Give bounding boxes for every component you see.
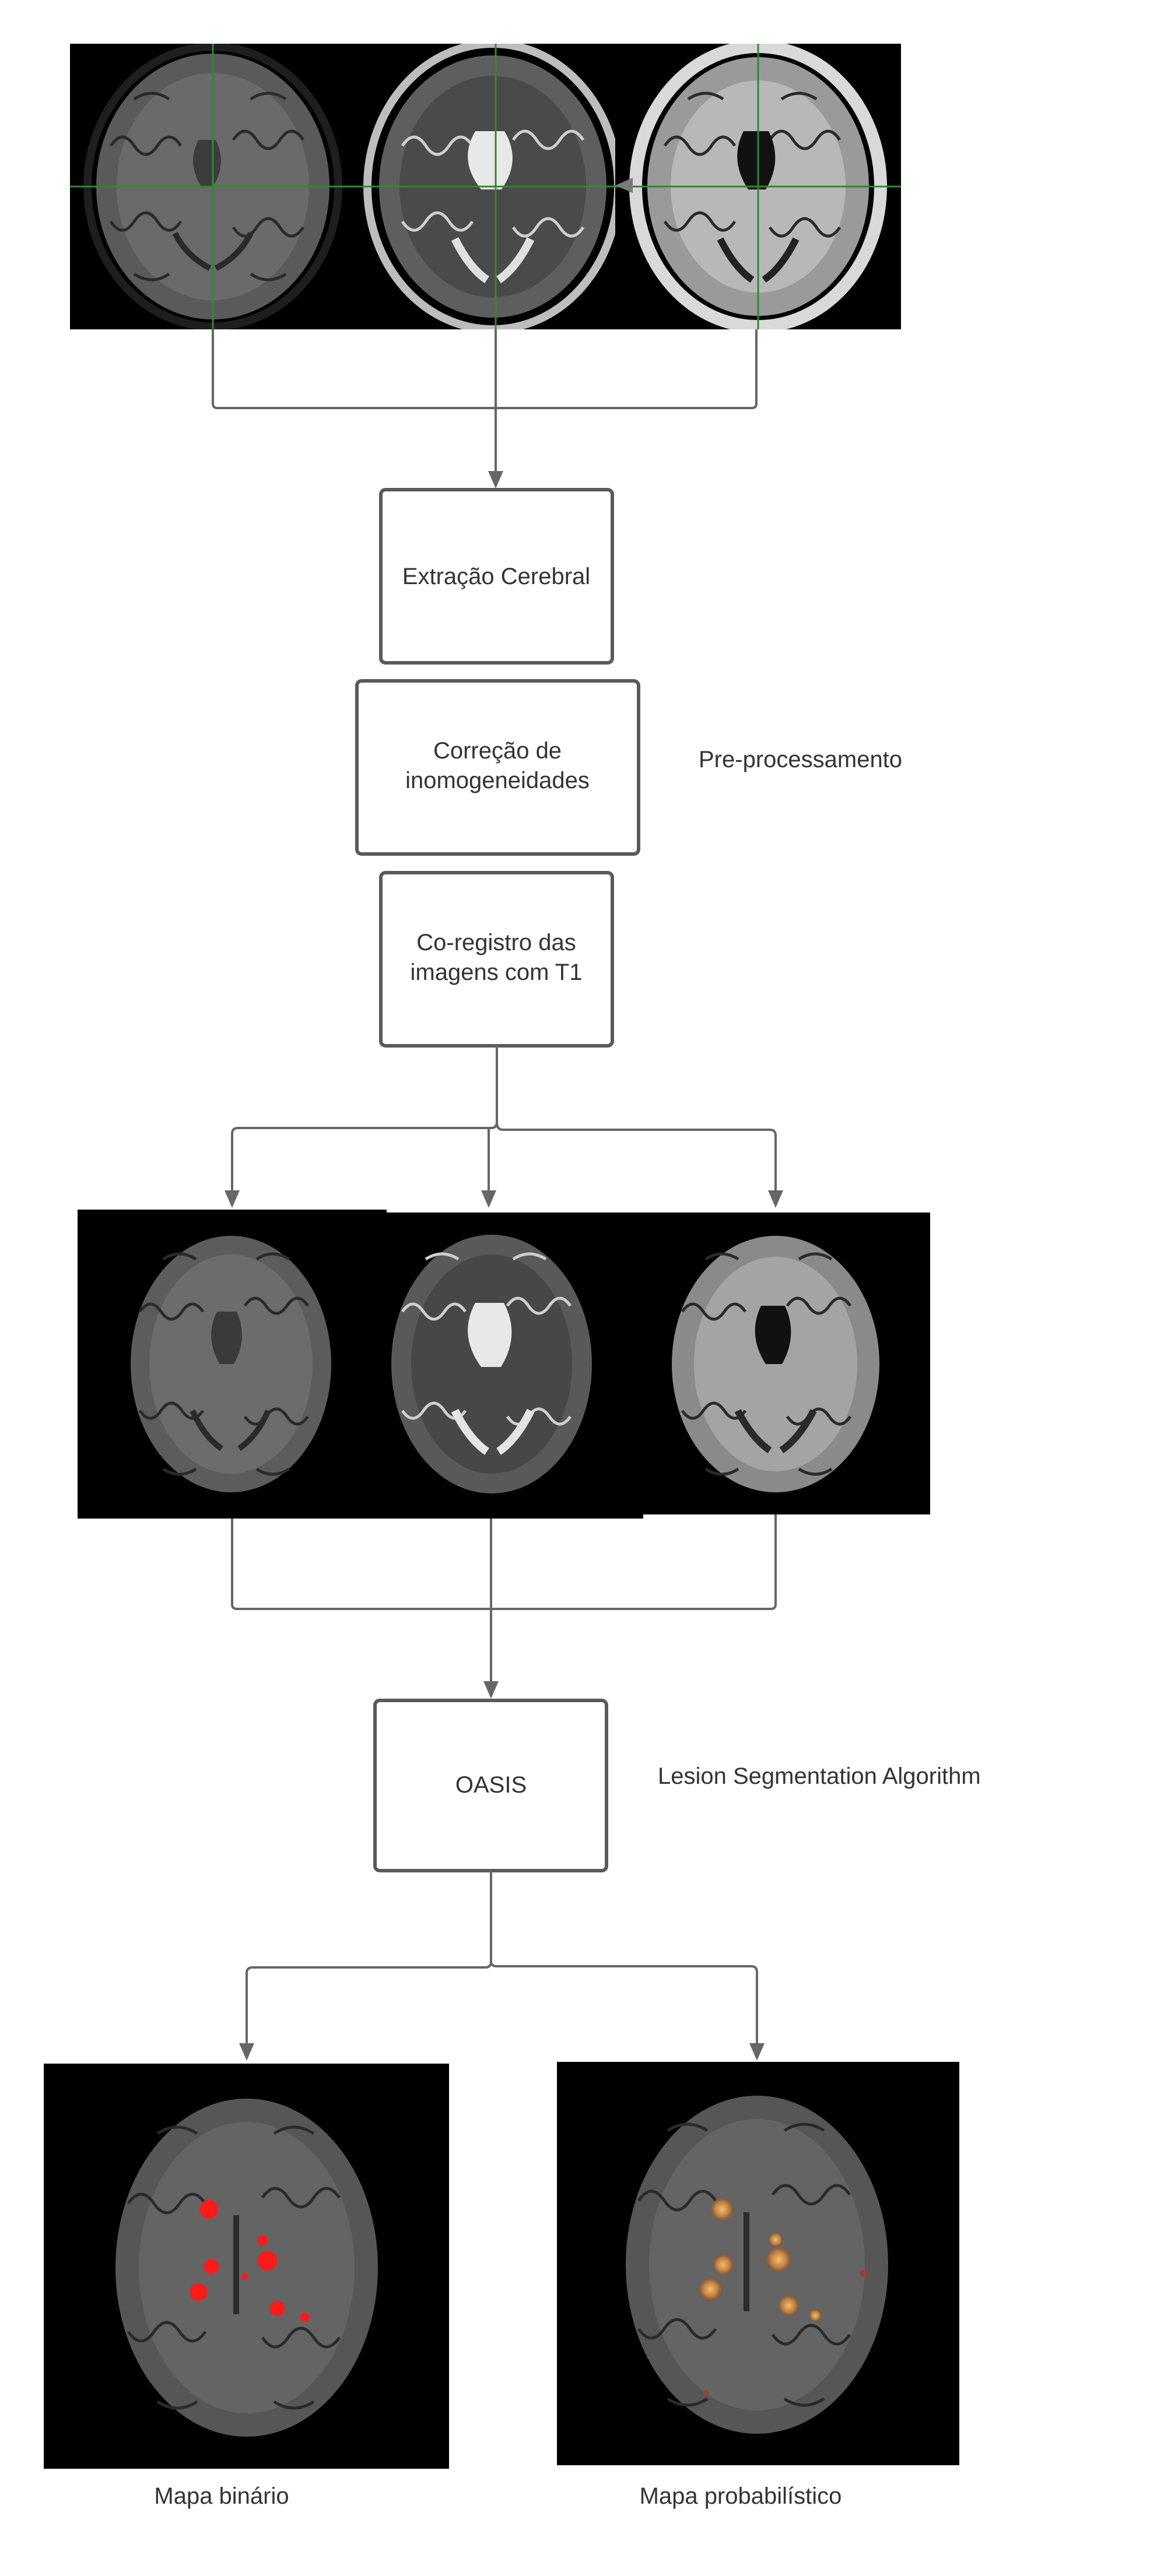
raw-t2-image (356, 44, 615, 329)
bias-correction-label: Correção de (433, 738, 562, 764)
processed-t2-image (387, 1213, 643, 1519)
oasis-step: OASIS (373, 1699, 608, 1872)
probabilistic-map-caption: Mapa probabilístico (640, 2483, 842, 2509)
binary-map-caption: Mapa binário (154, 2483, 289, 2509)
preprocessing-stage-label: Pre-processamento (699, 747, 902, 772)
connector-coregistration-to-images (225, 1046, 783, 1208)
coregistration-label-line2: imagens com T1 (411, 960, 583, 985)
connector-inputs-to-extraction (212, 329, 758, 489)
preprocessed-images (78, 1210, 930, 1519)
connector-oasis-to-outputs (239, 1871, 765, 2061)
probabilistic-map-image (557, 2062, 959, 2465)
processed-t1-image (643, 1213, 930, 1514)
bias-correction-step: Correção de inomogeneidades (355, 679, 640, 856)
connector-images-to-oasis (231, 1514, 777, 1699)
coregistration-label: Co-registro das (416, 930, 576, 955)
coregistration-step: Co-registro das imagens com T1 (379, 871, 614, 1048)
raw-input-images (70, 44, 901, 329)
raw-t1-image (615, 44, 901, 329)
binary-map-image (44, 2064, 449, 2469)
brain-extraction-label: Extração Cerebral (402, 564, 590, 589)
oasis-label: OASIS (455, 1772, 527, 1798)
brain-extraction-step: Extração Cerebral (379, 488, 614, 665)
raw-flair-image (70, 44, 356, 329)
bias-correction-label-line2: inomogeneidades (405, 768, 590, 793)
segmentation-stage-label: Lesion Segmentation Algorithm (658, 1763, 981, 1789)
processed-flair-image (78, 1210, 387, 1519)
